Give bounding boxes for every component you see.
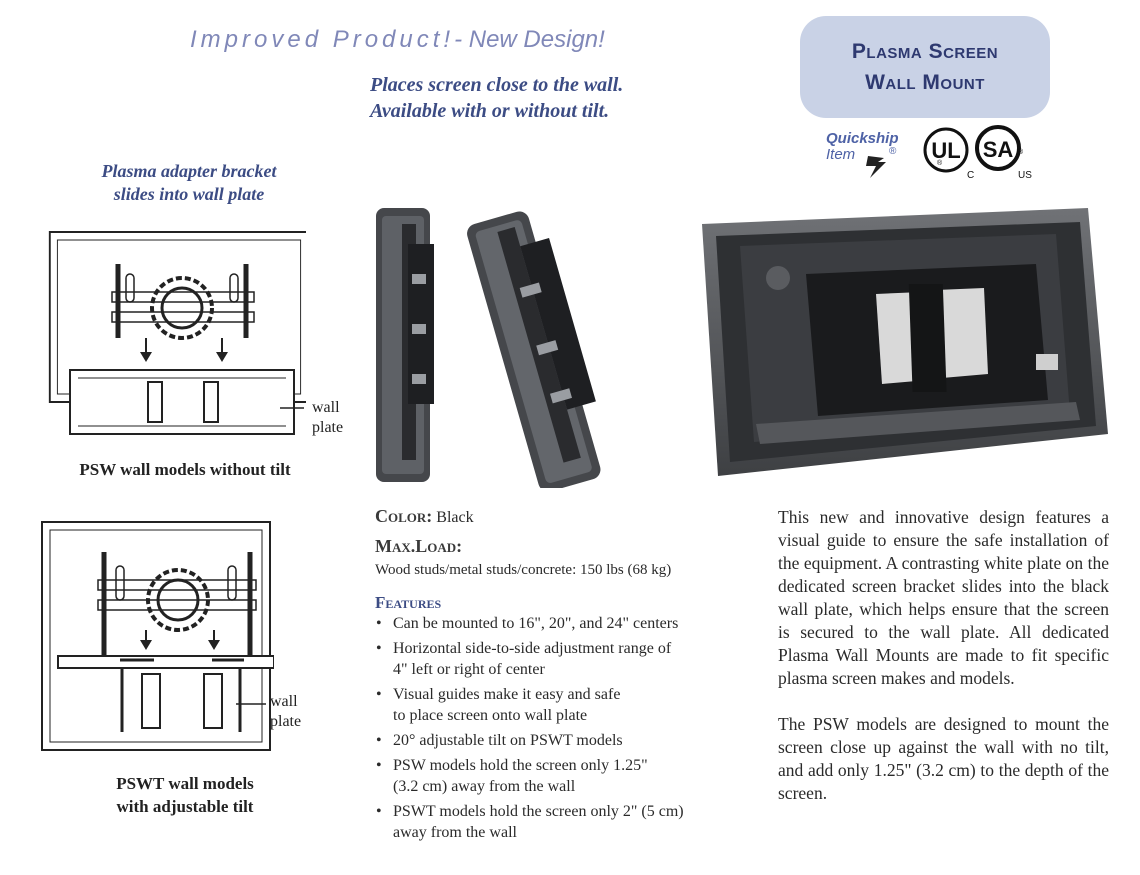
headline-new-design: - New Design!	[454, 26, 605, 53]
feature-item: Can be mounted to 16", 20", and 24" cent…	[375, 613, 755, 634]
headline: Improved Product!- New Design!	[190, 26, 605, 54]
pswt-diagram-tilt	[41, 521, 274, 751]
color-label: Color:	[375, 506, 433, 526]
specifications: Color: Black Max.Load: Wood studs/metal …	[375, 505, 755, 847]
plasma-rear-mount-photo	[702, 208, 1108, 476]
pswt-caption-line-2: with adjustable tilt	[116, 797, 254, 816]
feature-line: (3.2 cm) away from the wall	[393, 778, 576, 795]
headline-improved-product: Improved Product!	[190, 26, 455, 53]
certification-marks: UL ® C SA ® US	[923, 125, 1032, 181]
max-load-spec: Max.Load: Wood studs/metal studs/concret…	[375, 535, 755, 581]
description-paragraph-1: This new and innovative design features …	[778, 507, 1109, 688]
description-paragraph-2: The PSW models are designed to mount the…	[778, 714, 1109, 803]
csa-text: SA	[983, 137, 1014, 162]
ul-listed-icon: UL ® C	[923, 127, 974, 181]
pswt-caption: PSWT wall models with adjustable tilt	[40, 772, 330, 818]
badge-line-1: Plasma Screen	[851, 40, 999, 63]
csa-certified-icon: SA ® US	[975, 125, 1032, 181]
bracket-caption-line-2: slides into wall plate	[113, 184, 265, 204]
wall-plate-label-2: wall plate	[270, 692, 301, 732]
bracket-caption: Plasma adapter bracket slides into wall …	[60, 160, 318, 206]
wall-plate-label-1: wall plate	[312, 398, 343, 438]
color-spec: Color: Black	[375, 505, 755, 529]
ul-registered: ®	[937, 159, 943, 167]
max-load-value: Wood studs/metal studs/concrete: 150 lbs…	[375, 562, 672, 578]
features-list: Can be mounted to 16", 20", and 24" cent…	[375, 613, 755, 843]
feature-item: PSWT models hold the screen only 2" (5 c…	[375, 801, 755, 843]
feature-line: 20° adjustable tilt on PSWT models	[393, 732, 623, 749]
feature-item: PSW models hold the screen only 1.25" (3.…	[375, 755, 755, 797]
wall-label-1: wall	[312, 399, 340, 416]
feature-line: 4" left or right of center	[393, 661, 545, 678]
feature-line: PSWT models hold the screen only 2" (5 c…	[393, 803, 684, 820]
color-value: Black	[436, 509, 474, 526]
mount-side-view-photo	[372, 204, 624, 488]
csa-us-mark: US	[1018, 170, 1032, 181]
quickship-registered-mark: ®	[889, 146, 897, 157]
lightning-bolt-icon	[866, 156, 886, 178]
feature-line: PSW models hold the screen only 1.25"	[393, 757, 648, 774]
badge-line-2: Wall Mount	[865, 71, 985, 94]
feature-line: Horizontal side-to-side adjustment range…	[393, 640, 672, 657]
feature-line: away from the wall	[393, 824, 517, 841]
pswt-caption-line-1: PSWT wall models	[116, 774, 254, 793]
quickship-word: Quickship	[826, 130, 899, 147]
plate-label-1: plate	[312, 419, 344, 436]
psw-caption: PSW wall models without tilt	[79, 460, 291, 479]
feature-item: Horizontal side-to-side adjustment range…	[375, 638, 755, 680]
bracket-caption-line-1: Plasma adapter bracket	[101, 161, 277, 181]
quickship-item-word: Item	[826, 146, 856, 163]
feature-item: Visual guides make it easy and safe to pl…	[375, 684, 755, 726]
features-label: Features	[375, 593, 442, 612]
subheadline-line-1: Places screen close to the wall.	[370, 74, 624, 96]
feature-line: Visual guides make it easy and safe	[393, 686, 621, 703]
ul-text: UL	[931, 138, 960, 163]
psw-diagram-no-tilt	[48, 231, 306, 435]
ul-c-mark: C	[967, 170, 974, 181]
subheadline-line-2: Available with or without tilt.	[370, 100, 610, 122]
subheadline: Places screen close to the wall. Availab…	[370, 72, 623, 124]
feature-line: to place screen onto wall plate	[393, 707, 588, 724]
feature-item: 20° adjustable tilt on PSWT models	[375, 730, 755, 751]
quickship-logo: Quickship Item	[826, 131, 899, 163]
product-title-badge: Plasma Screen Wall Mount	[800, 16, 1050, 118]
max-load-label: Max.Load:	[375, 536, 463, 556]
product-description: This new and innovative design features …	[778, 506, 1109, 828]
plate-label-2: plate	[270, 713, 302, 730]
csa-registered: ®	[1018, 148, 1024, 156]
feature-line: Can be mounted to 16", 20", and 24" cent…	[393, 615, 679, 632]
wall-label-2: wall	[270, 693, 298, 710]
